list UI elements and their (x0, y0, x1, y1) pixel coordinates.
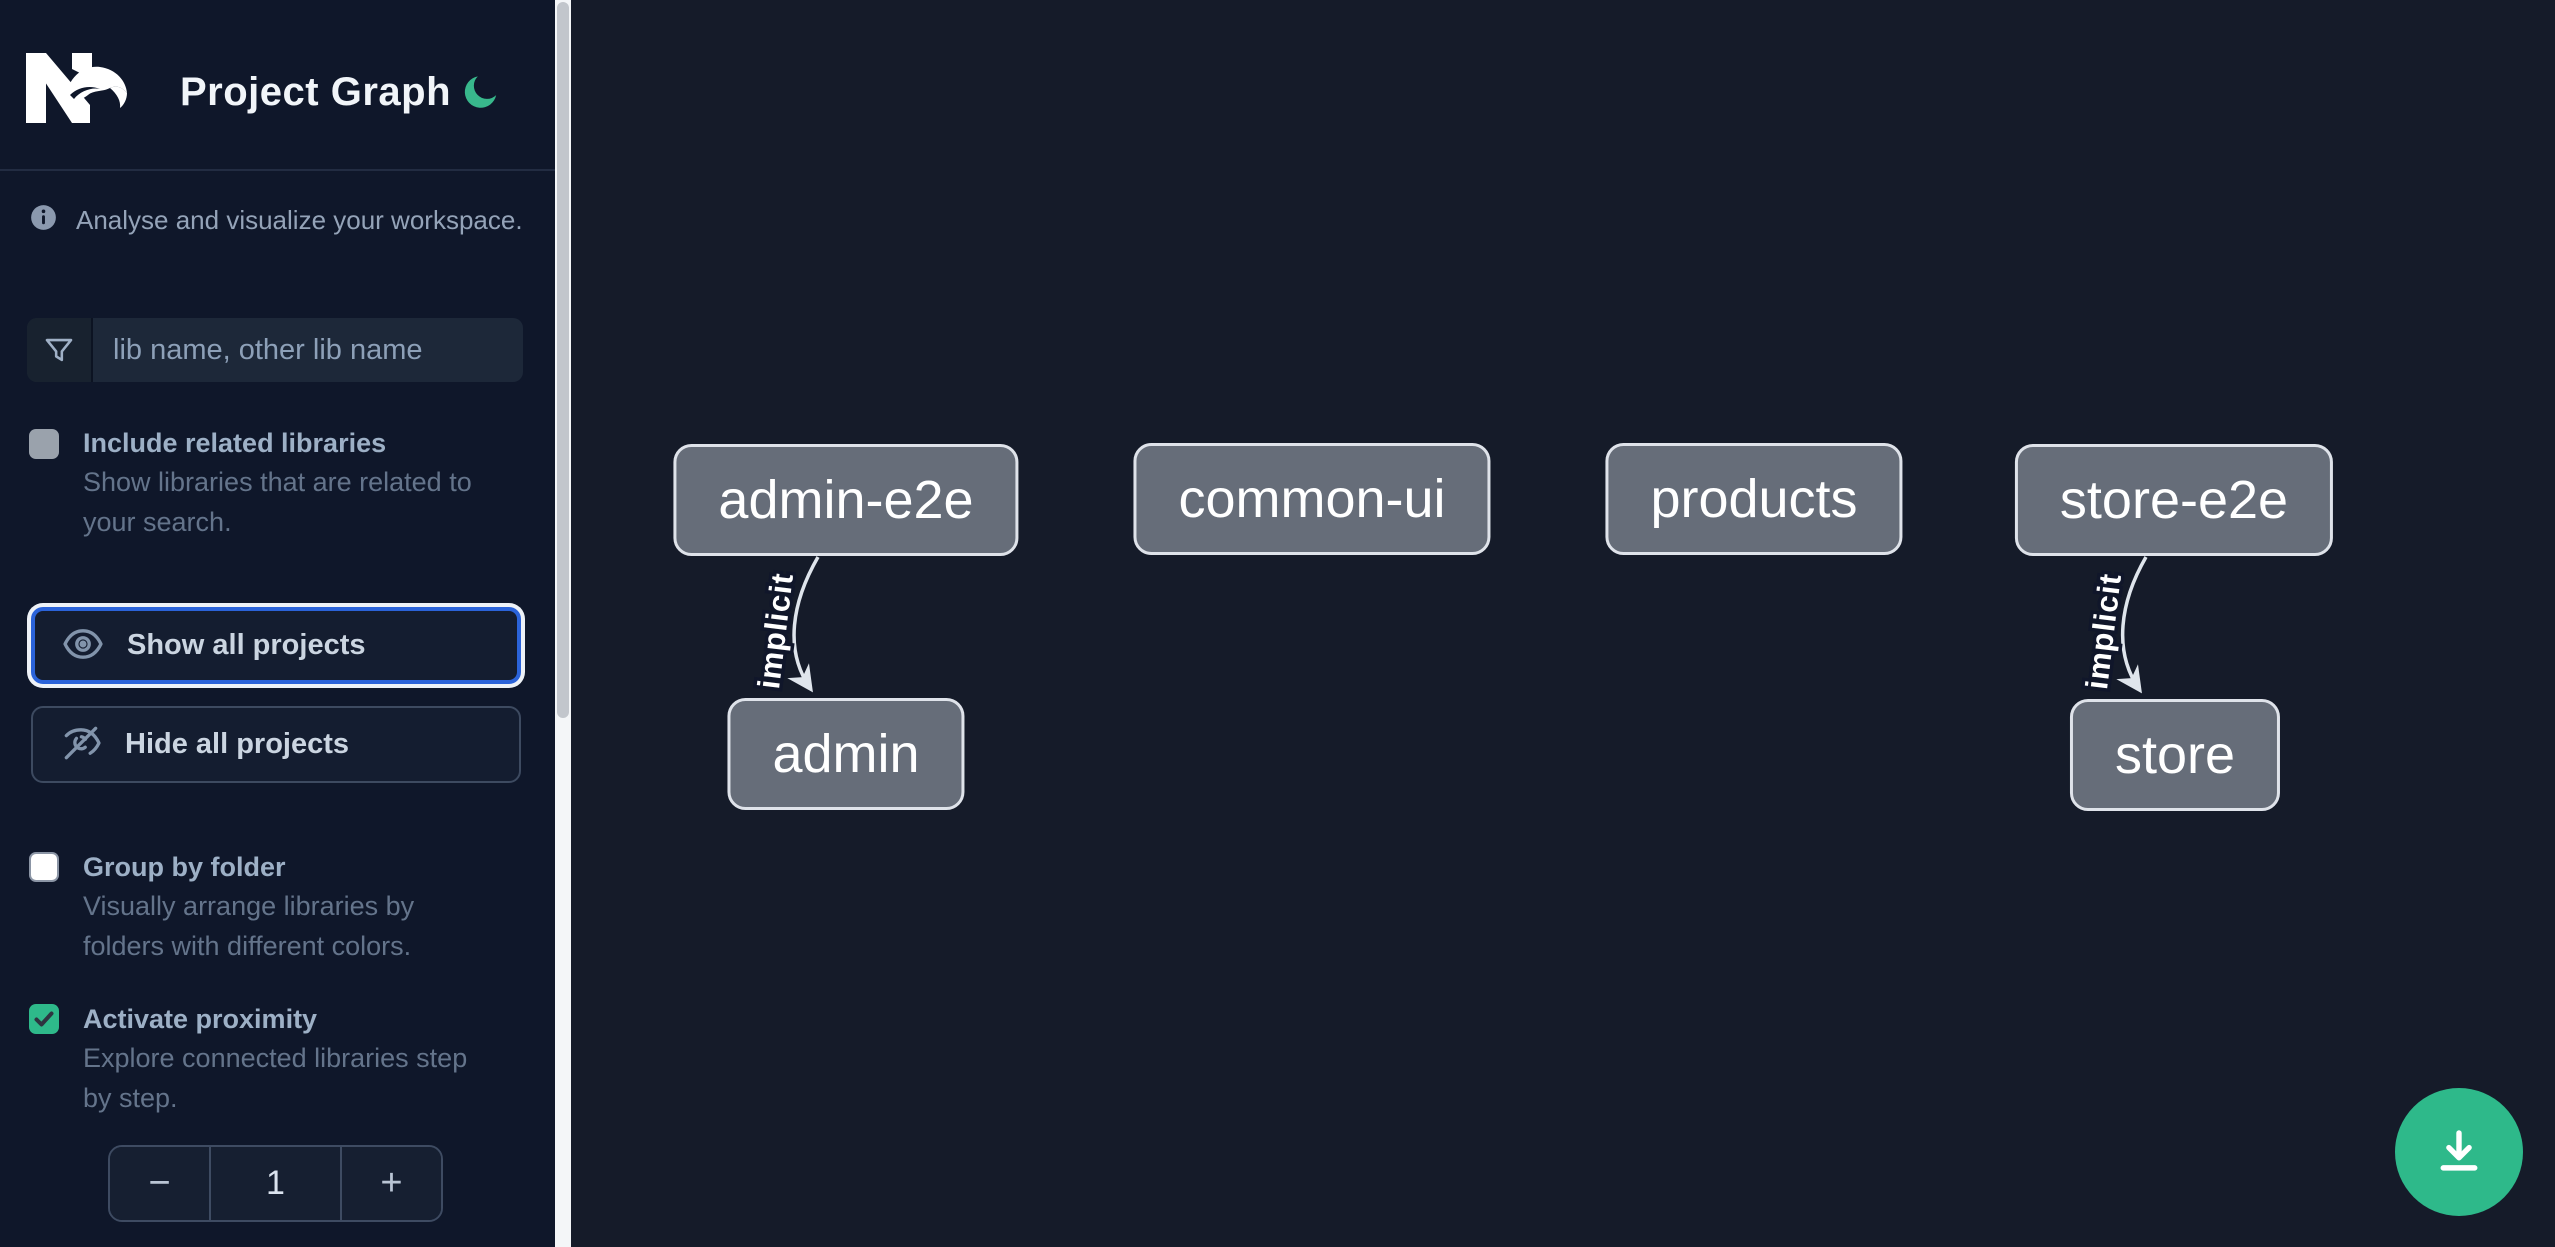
group-by-folder-checkbox[interactable] (29, 852, 59, 882)
filter-box (27, 318, 523, 382)
app-title: Project Graph (180, 70, 452, 114)
info-icon (30, 204, 57, 231)
graph-node-common-ui[interactable]: common-ui (1133, 443, 1491, 555)
group-by-folder-desc: Visually arrange libraries by folders wi… (83, 891, 415, 961)
tagline-text: Analyse and visualize your workspace. (76, 205, 523, 235)
sidebar-scrollbar-thumb[interactable] (557, 2, 569, 718)
proximity-label: Activate proximity (83, 1004, 318, 1034)
graph-node-admin[interactable]: admin (727, 698, 965, 810)
proximity-value[interactable]: 1 (209, 1147, 342, 1220)
filter-input[interactable] (93, 318, 523, 382)
proximity-decrement-button[interactable]: − (110, 1147, 209, 1220)
include-related-checkbox[interactable] (29, 429, 59, 459)
funnel-icon (27, 318, 93, 382)
show-all-projects-label: Show all projects (127, 629, 366, 661)
show-all-projects-button[interactable]: Show all projects (31, 607, 521, 684)
proximity-checkbox[interactable] (29, 1004, 59, 1034)
graph-canvas[interactable] (571, 0, 2555, 1247)
include-related-desc: Show libraries that are related to your … (83, 467, 472, 537)
download-icon (2432, 1124, 2486, 1181)
sidebar-header: Project Graph (0, 0, 555, 171)
graph-node-store-e2e[interactable]: store-e2e (2014, 444, 2334, 556)
include-related-label: Include related libraries (83, 428, 387, 458)
theme-toggle-button[interactable] (458, 68, 506, 116)
graph-node-products[interactable]: products (1605, 443, 1903, 555)
graph-node-admin-e2e[interactable]: admin-e2e (673, 444, 1019, 556)
proximity-increment-button[interactable]: + (342, 1147, 441, 1220)
hide-all-projects-label: Hide all projects (125, 728, 350, 760)
sidebar-scrollbar[interactable] (555, 0, 571, 1247)
eye-off-icon (59, 721, 103, 768)
sidebar: Project Graph Analyse and visualize your… (0, 0, 555, 1247)
graph-node-store[interactable]: store (2069, 699, 2281, 811)
moon-icon (462, 75, 502, 114)
download-graph-button[interactable] (2395, 1088, 2523, 1216)
eye-icon (61, 622, 105, 669)
group-by-folder-label: Group by folder (83, 852, 286, 882)
proximity-stepper: − 1 + (108, 1145, 443, 1222)
nx-logo-icon (26, 53, 128, 123)
proximity-desc: Explore connected libraries step by step… (83, 1043, 468, 1113)
hide-all-projects-button[interactable]: Hide all projects (31, 706, 521, 783)
